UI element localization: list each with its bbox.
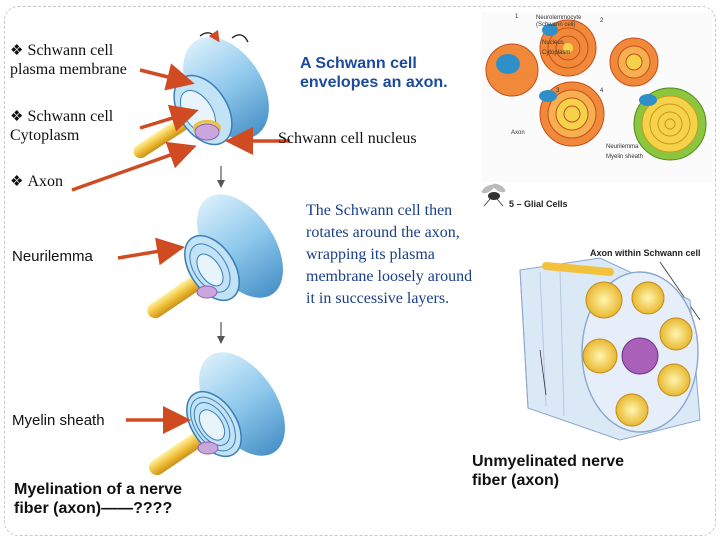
- unmyelinated-fiber-figure: Axon within Schwann cell: [519, 248, 701, 441]
- label-line: A Schwann cell: [300, 55, 417, 72]
- arrow-neurilemma: [117, 237, 185, 266]
- arrow-plasma-membrane: [139, 63, 195, 91]
- label-plasma-membrane: ❖Schwann cell plasma membrane: [10, 42, 127, 80]
- diamond-bullet-icon: ❖: [10, 109, 24, 125]
- nucleus-shape: [194, 123, 220, 141]
- myelination-step-3: [148, 352, 285, 476]
- legend-label: Neurolemmocyte: [536, 15, 582, 21]
- arrow-cytoplasm: [139, 104, 199, 132]
- label-nucleus: Schwann cell nucleus: [278, 130, 417, 147]
- label-line: Schwann cell: [27, 108, 114, 125]
- diamond-bullet-icon: ❖: [10, 43, 24, 59]
- pointer-arrows: [71, 63, 290, 434]
- label-line: The Schwann cell then: [306, 202, 453, 219]
- step-number: 2: [600, 18, 604, 24]
- label-neurilemma: Neurilemma: [12, 248, 93, 265]
- fly-icon: [481, 183, 506, 207]
- arrow-axon: [71, 141, 197, 192]
- label-envelopes: A Schwann cell envelopes an axon.: [300, 55, 448, 93]
- label-line: fiber (axon): [472, 471, 560, 489]
- label-line: Cytoplasm: [10, 126, 80, 144]
- label-myelination: Myelination of a nerve fiber (axon)——???…: [14, 481, 182, 519]
- step-number: 4: [600, 88, 604, 94]
- legend-label: Nucleus: [542, 40, 564, 46]
- step-arrows: [217, 166, 225, 344]
- label-line: Schwann cell: [27, 42, 114, 59]
- myelination-step-2: [147, 194, 283, 319]
- label-axon: ❖Axon: [10, 173, 63, 192]
- label-line: fiber (axon)——????: [14, 499, 173, 517]
- label-myelin-sheath: Myelin sheath: [12, 412, 105, 429]
- label-line: membrane loosely around: [306, 268, 473, 286]
- label-line: wrapping its plasma: [306, 246, 435, 264]
- label-rotates: The Schwann cell then rotates around the…: [306, 200, 472, 310]
- legend-label: Axon: [511, 130, 525, 136]
- step-number: 3: [556, 88, 560, 94]
- slide-frame: [4, 6, 716, 536]
- label-line: Axon: [27, 173, 64, 190]
- legend-label: Neurilemma: [606, 144, 639, 150]
- label-line: it in successive layers.: [306, 290, 450, 308]
- label-cytoplasm: ❖Schwann cell Cytoplasm: [10, 108, 113, 146]
- figure-title: Axon within Schwann cell: [590, 248, 701, 258]
- label-line: plasma membrane: [10, 60, 127, 78]
- schwann-wrapping-figure: 1 2 3 4 Neurolemmocyte (Schwann cell) Nu…: [482, 12, 712, 182]
- label-line: rotates around the axon,: [306, 224, 460, 242]
- label-line: Unmyelinated nerve: [472, 453, 625, 470]
- label-line: Myelination of a nerve: [14, 481, 183, 498]
- legend-label: (Schwann cell): [536, 22, 575, 28]
- step-number: 1: [515, 14, 519, 20]
- legend-label: Cytoplasm: [542, 50, 570, 56]
- label-unmyelinated: Unmyelinated nerve fiber (axon): [472, 453, 624, 491]
- legend-label: Myelin sheath: [606, 154, 643, 160]
- label-line: envelopes an axon.: [300, 73, 448, 91]
- diamond-bullet-icon: ❖: [10, 174, 24, 190]
- glial-caption: 5 – Glial Cells: [509, 199, 568, 209]
